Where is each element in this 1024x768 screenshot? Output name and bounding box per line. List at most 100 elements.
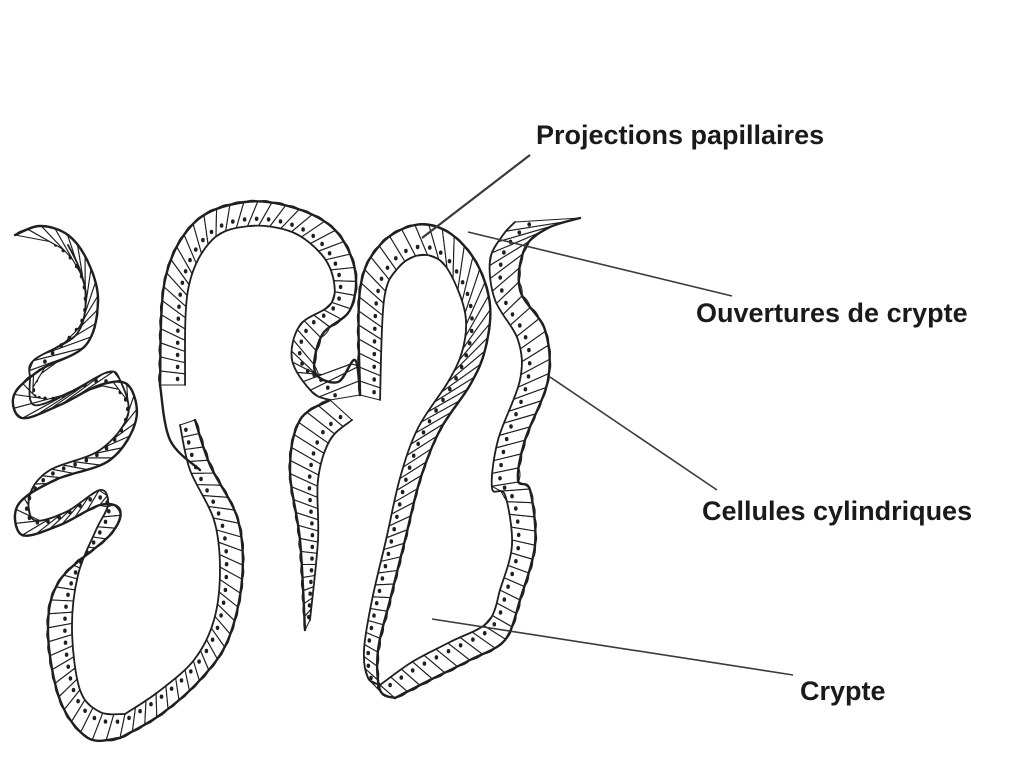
cell-nucleus bbox=[321, 430, 325, 435]
cell-nucleus bbox=[385, 265, 390, 270]
cell-nucleus bbox=[518, 323, 522, 328]
cell-nucleus bbox=[434, 408, 438, 413]
cell-nucleus bbox=[46, 519, 50, 524]
tongue-inner-outline bbox=[309, 419, 353, 621]
cell-nucleus bbox=[380, 576, 385, 581]
cell-nucleus bbox=[71, 687, 76, 693]
cell-nucleus bbox=[526, 374, 531, 379]
columnar-cells-layer bbox=[11, 199, 581, 743]
cell-nucleus bbox=[374, 601, 379, 606]
cell-nucleus bbox=[498, 610, 503, 615]
cell-nucleus bbox=[510, 571, 514, 577]
cell-nucleus bbox=[179, 678, 184, 683]
cell-nucleus bbox=[523, 335, 528, 340]
cell-nucleus bbox=[310, 556, 314, 561]
cell-nucleus bbox=[492, 622, 497, 627]
cell-nucleus bbox=[175, 352, 180, 358]
cell-nucleus bbox=[189, 669, 193, 674]
cell-nucleus bbox=[309, 462, 313, 468]
cell-nucleus bbox=[63, 640, 68, 645]
crypt-1-basal-outline bbox=[124, 424, 221, 715]
cell-nucleus bbox=[209, 229, 214, 235]
fold-1-basal-outline bbox=[27, 244, 130, 716]
cell-nucleus bbox=[310, 544, 315, 550]
cell-nucleus bbox=[372, 364, 377, 369]
cell-nucleus bbox=[76, 699, 80, 704]
cell-nucleus bbox=[459, 364, 464, 370]
fold-3-outline bbox=[516, 216, 582, 602]
cell-nucleus bbox=[471, 637, 475, 642]
cell-nucleus bbox=[301, 227, 305, 232]
cell-nucleus bbox=[175, 364, 180, 370]
cell-nucleus bbox=[309, 579, 313, 585]
cell-nucleus bbox=[159, 694, 164, 699]
cell-nucleus bbox=[66, 664, 70, 669]
cell-nucleus bbox=[504, 300, 508, 306]
cell-nucleus bbox=[467, 341, 472, 346]
cell-nucleus bbox=[379, 276, 384, 281]
cell-nucleus bbox=[527, 361, 532, 366]
cell-nucleus bbox=[190, 452, 194, 458]
cell-nucleus bbox=[183, 269, 188, 274]
cell-nucleus bbox=[176, 316, 181, 321]
cell-nucleus bbox=[388, 682, 392, 688]
cell-nucleus bbox=[482, 631, 487, 636]
fold-3-cells bbox=[489, 217, 581, 601]
cell-nucleus bbox=[138, 709, 142, 714]
cell-nucleus bbox=[84, 458, 89, 463]
cell-nucleus bbox=[337, 296, 341, 301]
cell-nucleus bbox=[337, 272, 341, 278]
cell-nucleus bbox=[297, 351, 302, 356]
cell-nucleus bbox=[372, 339, 377, 344]
cell-nucleus bbox=[51, 471, 55, 476]
cell-nucleus bbox=[428, 245, 432, 250]
cell-nucleus bbox=[394, 256, 398, 261]
cell-nucleus bbox=[470, 316, 474, 321]
cell-nucleus bbox=[427, 419, 432, 424]
cell-nucleus bbox=[500, 288, 504, 293]
cell-nucleus bbox=[64, 652, 69, 657]
papilla-2-basal-outline bbox=[362, 253, 468, 686]
cell-nucleus bbox=[333, 393, 337, 398]
cell-nucleus bbox=[516, 546, 520, 551]
cell-nucleus bbox=[421, 430, 426, 435]
cell-nucleus bbox=[376, 288, 380, 294]
cell-nucleus bbox=[98, 530, 102, 535]
cell-nucleus bbox=[372, 390, 376, 395]
cell-nucleus bbox=[469, 328, 474, 334]
cell-nucleus bbox=[514, 412, 518, 417]
cell-nucleus bbox=[307, 474, 312, 479]
cell-nucleus bbox=[517, 230, 522, 235]
cell-nucleus bbox=[66, 592, 70, 597]
cell-nucleus bbox=[175, 340, 180, 345]
cell-nucleus bbox=[516, 532, 521, 538]
cell-nucleus bbox=[310, 533, 315, 538]
cell-nucleus bbox=[219, 613, 223, 618]
cell-nucleus bbox=[374, 301, 379, 306]
cell-nucleus bbox=[416, 441, 421, 447]
cell-nucleus bbox=[115, 719, 120, 724]
cell-nucleus bbox=[175, 376, 180, 382]
cell-nucleus bbox=[149, 702, 153, 707]
cell-nucleus bbox=[331, 306, 336, 311]
cell-nucleus bbox=[422, 661, 427, 666]
cell-nucleus bbox=[411, 453, 416, 458]
label-crypte: Crypte bbox=[800, 676, 886, 706]
cell-nucleus bbox=[254, 216, 259, 221]
cell-nucleus bbox=[176, 328, 180, 333]
columnar-cell bbox=[47, 599, 74, 615]
papilla-2-outline bbox=[357, 223, 492, 700]
cell-nucleus bbox=[312, 320, 316, 325]
cell-nucleus bbox=[527, 347, 531, 353]
cell-nucleus bbox=[73, 570, 78, 575]
cell-nucleus bbox=[315, 440, 320, 445]
cell-nucleus bbox=[43, 359, 47, 364]
cell-nucleus bbox=[91, 540, 96, 545]
cell-nucleus bbox=[389, 539, 394, 544]
cell-nucleus bbox=[320, 241, 324, 247]
fold-3-basal-outline bbox=[488, 221, 523, 591]
cell-nucleus bbox=[220, 523, 225, 528]
cell-nucleus bbox=[397, 502, 402, 507]
cell-nucleus bbox=[499, 462, 503, 468]
